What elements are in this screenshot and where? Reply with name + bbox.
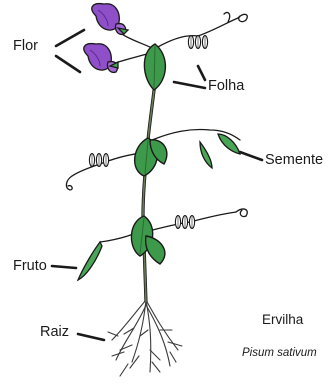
- roots: [108, 300, 182, 376]
- folha-pointer-2: [198, 66, 205, 80]
- flowers: [84, 4, 128, 73]
- fruit-pod: [78, 242, 102, 280]
- fruto-pointer: [52, 266, 76, 268]
- species-scientific-name: Pisum sativum: [242, 347, 317, 359]
- flor-pointer-2: [56, 56, 80, 72]
- label-fruto: Fruto: [13, 258, 47, 274]
- species-common-name: Ervilha: [262, 312, 303, 327]
- folha-pointer-1: [174, 82, 205, 88]
- raiz-pointer: [78, 334, 104, 340]
- seed-pods: [200, 134, 240, 168]
- label-semente: Semente: [265, 152, 323, 168]
- label-folha: Folha: [208, 78, 244, 94]
- semente-pointer: [240, 152, 262, 160]
- flor-pointer-1: [56, 30, 84, 46]
- label-raiz: Raiz: [40, 324, 69, 340]
- leaves: [131, 44, 166, 264]
- label-flor: Flor: [13, 38, 38, 54]
